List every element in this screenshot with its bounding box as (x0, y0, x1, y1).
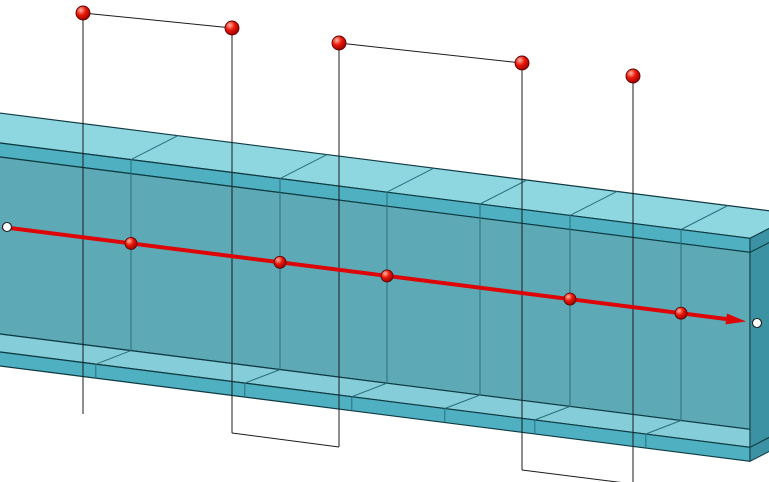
link-elements[interactable] (82, 12, 634, 482)
axis-node-sphere[interactable] (380, 269, 394, 283)
beam-member[interactable] (0, 111, 769, 462)
member-axis-line[interactable] (1, 225, 732, 322)
panel-division-top-face (479, 179, 528, 205)
panel-division-top-face (279, 154, 328, 180)
offset-node-sphere[interactable] (514, 55, 530, 71)
panel-division-bottom-strip (534, 405, 571, 421)
bottom-connector-line[interactable] (231, 432, 340, 448)
web-end-face (749, 241, 769, 448)
offset-nodes[interactable] (75, 5, 641, 84)
panel-division-bottom-strip (244, 369, 281, 384)
member-axis[interactable] (1, 221, 763, 329)
panel-division-top-face (130, 135, 179, 161)
offset-node-sphere[interactable] (625, 68, 641, 84)
bottom-flange-end-face (749, 437, 769, 462)
panel-division-bottom-strip (95, 350, 132, 365)
panel-division-bottom-strip (444, 394, 481, 409)
top-connector-line[interactable] (82, 12, 233, 29)
offset-node-sphere[interactable] (75, 5, 91, 21)
panel-division-top-face (569, 190, 618, 216)
panel-division-top-face (680, 205, 729, 230)
axis-node-sphere[interactable] (124, 236, 138, 250)
panel-division-bottom-strip (351, 382, 388, 398)
axis-node-sphere[interactable] (674, 306, 688, 320)
axis-arrowhead (725, 313, 746, 325)
axis-node-sphere[interactable] (273, 255, 287, 269)
panel-division-top-face (386, 167, 435, 193)
offset-node-sphere[interactable] (224, 20, 240, 36)
axis-start-marker (1, 221, 13, 233)
offset-node-sphere[interactable] (331, 35, 347, 51)
axis-end-marker (751, 317, 763, 329)
axis-node-sphere[interactable] (563, 292, 577, 306)
top-connector-line[interactable] (338, 42, 523, 64)
panel-division-bottom-strip (645, 420, 682, 435)
top-flange-end-face (749, 228, 769, 253)
